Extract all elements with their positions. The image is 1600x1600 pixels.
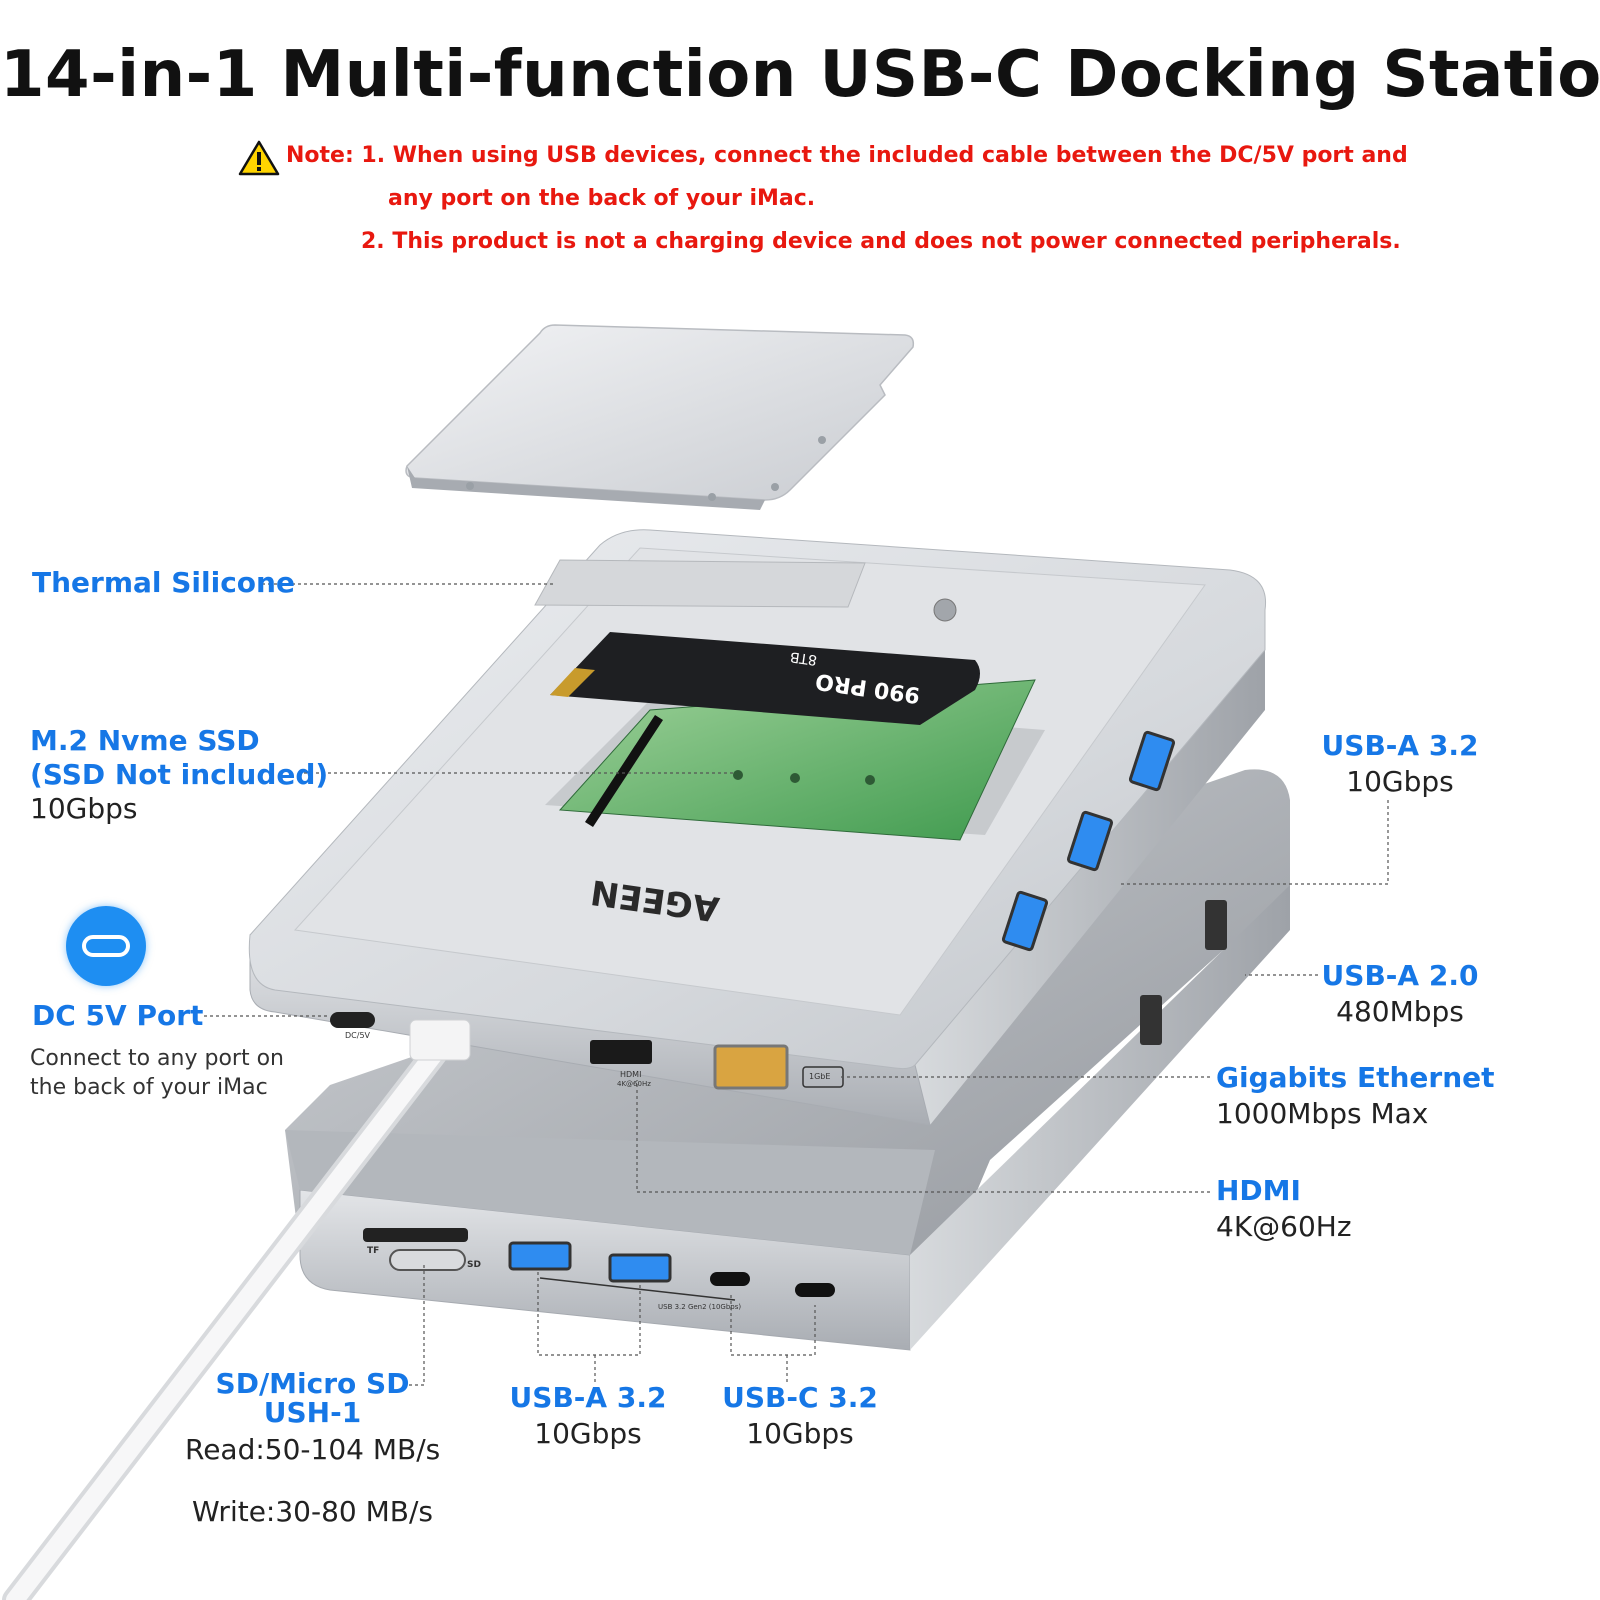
top-cover-plate (405, 324, 915, 510)
callout-usba20-title: USB-A 2.0 (1321, 959, 1479, 992)
callout-ethernet-speed: 1000Mbps Max (1216, 1097, 1429, 1130)
ethernet-port-label: 1GbE (809, 1072, 831, 1081)
callout-m2-title1: M.2 Nvme SSD (30, 724, 260, 757)
front-group-label: USB 3.2 Gen2 (10Gbps) (658, 1303, 742, 1311)
hdmi-port-sub: 4K@60Hz (617, 1080, 651, 1088)
callout-usba32-front-speed: 10Gbps (534, 1417, 642, 1450)
callout-sd-title1: SD/Micro SD (215, 1367, 410, 1400)
note-line-1: Note: 1. When using USB devices, connect… (286, 143, 1408, 168)
callout-m2-speed: 10Gbps (30, 792, 138, 825)
callout-thermal-title: Thermal Silicone (32, 566, 295, 599)
callout-dc-title: DC 5V Port (32, 999, 204, 1032)
callout-sd-title2: USH-1 (263, 1396, 362, 1429)
callout-usba20-speed: 480Mbps (1336, 995, 1464, 1028)
upper-unit (248, 529, 1267, 1126)
callout-usba32-front-title: USB-A 3.2 (509, 1381, 667, 1414)
note-line-2: 2. This product is not a charging device… (361, 229, 1401, 254)
callout-m2-title2: (SSD Not included) (30, 758, 329, 791)
callout-hdmi-title: HDMI (1216, 1174, 1301, 1207)
dc-port-label: DC/5V (345, 1031, 371, 1040)
warning-icon (238, 140, 280, 180)
callout-usbc32-front-title: USB-C 3.2 (722, 1381, 878, 1414)
callout-dc-desc-2: the back of your iMac (30, 1075, 268, 1100)
note-line-1b: any port on the back of your iMac. (388, 186, 816, 211)
callout-usba32-side-speed: 10Gbps (1346, 765, 1454, 798)
callout-leader-lines (204, 583, 1389, 1386)
callout-ethernet-title: Gigabits Ethernet (1216, 1061, 1495, 1094)
sd-slot-label: SD (467, 1260, 481, 1270)
callout-usba32-side-title: USB-A 3.2 (1321, 729, 1479, 762)
tf-slot-label: TF (367, 1246, 380, 1256)
callout-hdmi-speed: 4K@60Hz (1216, 1210, 1352, 1243)
page-title: 14-in-1 Multi-function USB-C Docking Sta… (0, 38, 1600, 112)
callout-dc-desc-1: Connect to any port on (30, 1046, 284, 1071)
callout-sd-write: Write:30-80 MB/s (192, 1495, 434, 1528)
callout-usbc32-front-speed: 10Gbps (746, 1417, 854, 1450)
usb-cable (2, 1019, 471, 1600)
hdmi-port-label: HDMI (620, 1070, 642, 1079)
callout-sd-read: Read:50-104 MB/s (185, 1433, 441, 1466)
usb-c-icon (66, 906, 146, 986)
